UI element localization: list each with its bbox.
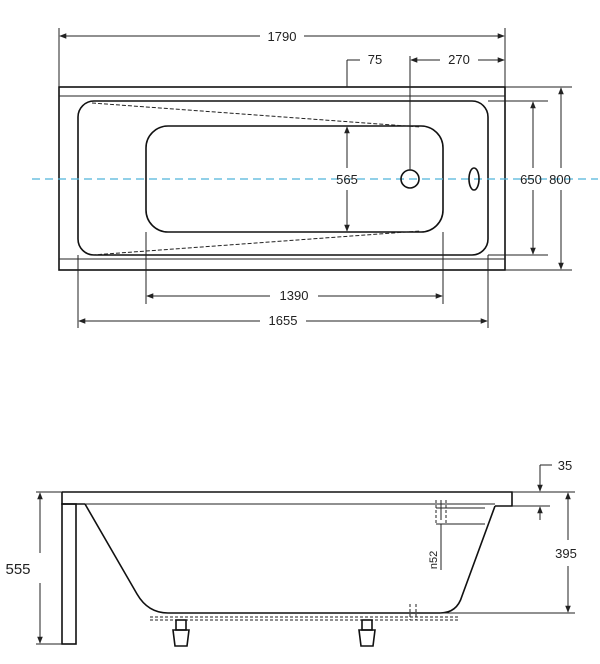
foot-right bbox=[358, 619, 376, 647]
dim-basin-depth: 395 bbox=[555, 546, 577, 561]
overflow bbox=[468, 167, 480, 191]
dim-inner-length: 1655 bbox=[269, 313, 298, 328]
dim-basin-length: 1390 bbox=[280, 288, 309, 303]
dim-overflow-offset: 75 bbox=[368, 52, 382, 67]
dim-overall-length: 1790 bbox=[268, 29, 297, 44]
slope-line-bottom bbox=[91, 230, 421, 256]
side-view: 555 35 395 n52 bbox=[5, 458, 577, 647]
tub-body bbox=[84, 503, 496, 614]
top-view: 1790 75 270 565 650 800 1390 bbox=[32, 28, 598, 328]
dim-inner-width: 650 bbox=[520, 172, 542, 187]
dim-total-height: 555 bbox=[5, 561, 30, 578]
apron-panel bbox=[61, 503, 77, 645]
slope-line-top bbox=[91, 102, 421, 128]
dim-basin-width: 565 bbox=[336, 172, 358, 187]
dim-drain-offset: 270 bbox=[448, 52, 470, 67]
dim-overall-width: 800 bbox=[549, 172, 571, 187]
inner-tub bbox=[77, 100, 489, 256]
dim-rim-thickness: 35 bbox=[558, 458, 572, 473]
foot-left bbox=[172, 619, 190, 647]
dim-overflow-diameter: n52 bbox=[428, 551, 440, 569]
